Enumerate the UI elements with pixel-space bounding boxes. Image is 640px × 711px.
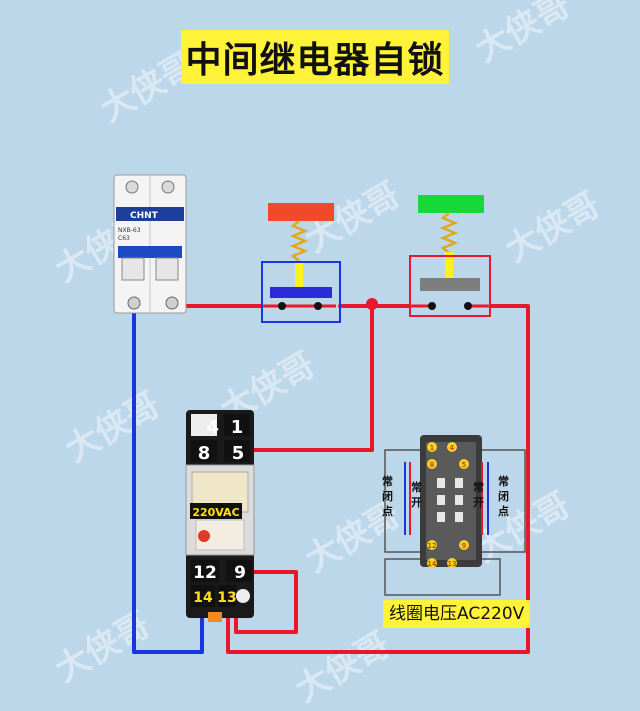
socket-pin-label: 4	[450, 444, 455, 452]
breaker-model: NXB-63	[118, 227, 141, 234]
terminal-5: 5	[232, 443, 245, 464]
nc-left-label: 常闭点	[382, 475, 393, 518]
junction-dot	[366, 298, 378, 310]
relay-socket: 4 1 8 5 12 9 14 13	[384, 435, 526, 596]
intermediate-relay: 4 1 8 5 220VAC 12 9 14 13	[185, 410, 255, 622]
no-left-label: 常开	[411, 481, 422, 509]
terminal-4: 4	[206, 417, 219, 438]
stop-button	[261, 203, 341, 323]
socket-pin-label: 8	[430, 461, 434, 469]
terminal-1: 1	[231, 417, 244, 438]
page-title: 中间继电器自锁	[181, 30, 449, 84]
coil-voltage-label: 线圈电压AC220V	[383, 600, 531, 628]
socket-pin-label: 1	[430, 444, 434, 452]
socket-pin-label: 13	[448, 560, 457, 568]
terminal-9: 9	[234, 563, 246, 583]
socket-pin-label: 14	[428, 560, 437, 568]
start-button	[409, 195, 491, 317]
terminal-14: 14	[193, 590, 213, 606]
breaker-rating: C63	[118, 235, 130, 242]
jumper-wire-9-13	[234, 570, 298, 634]
neutral-wire	[132, 304, 204, 654]
circuit-breaker: CHNT NXB-63 C63	[113, 174, 187, 314]
relay-voltage-label: 220VAC	[192, 506, 239, 519]
terminal-8: 8	[198, 443, 211, 464]
wiring-diagram: CHNT NXB-63 C63	[113, 174, 530, 654]
breaker-terminal-right-icon	[165, 296, 179, 310]
no-right-label: 常开	[473, 481, 484, 509]
terminal-12: 12	[193, 563, 217, 583]
live-wire-to-terminal-5	[250, 304, 374, 452]
terminal-13: 13	[217, 590, 236, 606]
socket-pin-label: 9	[462, 542, 466, 550]
nc-right-label: 常闭点	[498, 475, 509, 518]
breaker-brand: CHNT	[130, 211, 159, 221]
breaker-terminal-left-icon	[127, 296, 141, 310]
socket-pin-label: 12	[428, 542, 437, 550]
socket-pin-label: 5	[462, 461, 466, 469]
